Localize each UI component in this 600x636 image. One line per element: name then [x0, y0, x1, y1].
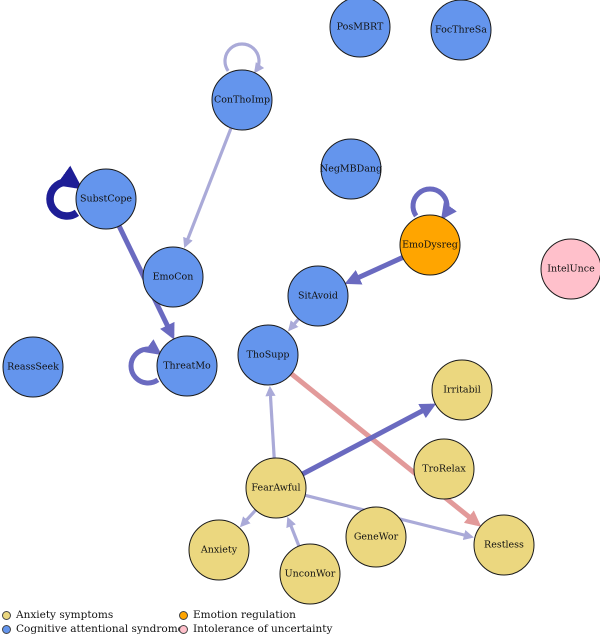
self-loop-conthoimp [223, 42, 265, 74]
node-circle [188, 519, 250, 581]
node-emocon: EmoCon [142, 246, 204, 308]
node-label: GeneWor [354, 532, 399, 543]
node-label: Restless [484, 540, 524, 551]
edge-emodysreg-to-sitavoid [344, 255, 404, 285]
edge-fearawful-to-irritabil [301, 403, 437, 477]
node-circle [279, 543, 341, 605]
node-thosupp: ThoSupp [237, 324, 299, 386]
node-irritabil: Irritabil [431, 359, 493, 421]
legend-item-cognitive: Cognitive attentional syndrome [2, 622, 184, 636]
node-label: ConThoImp [214, 95, 270, 106]
legend-label: Emotion regulation [193, 609, 296, 621]
node-anxiety: Anxiety [188, 519, 250, 581]
edge-unconwor-to-fearawful [286, 516, 301, 547]
legend-item-emotion: Emotion regulation [179, 608, 296, 622]
legend-swatch-cognitive [2, 624, 11, 634]
node-label: ReassSeek [7, 362, 59, 373]
self-loops-layer [46, 42, 457, 386]
node-emodysreg: EmoDysreg [399, 214, 461, 276]
edge-conthoimp-to-emocon [183, 127, 233, 249]
node-label: FearAwful [251, 483, 300, 494]
legend-label: Cognitive attentional syndrome [16, 623, 184, 635]
node-circle [211, 69, 273, 131]
self-loop-substcope [46, 165, 83, 220]
node-intelunce: IntelUnce [540, 238, 600, 300]
node-circle [320, 138, 382, 200]
node-circle [287, 265, 349, 327]
edge-sitavoid-to-thosupp [287, 317, 300, 332]
node-circle [237, 324, 299, 386]
node-genewor: GeneWor [345, 506, 407, 568]
legend-item-anxiety: Anxiety symptoms [2, 608, 113, 622]
node-restless: Restless [473, 514, 535, 576]
node-circle [540, 238, 600, 300]
node-label: EmoDysreg [402, 240, 458, 251]
self-loop-emodysreg [410, 186, 457, 220]
edge-fearawful-to-thosupp [265, 385, 276, 459]
node-threatmo: ThreatMo [156, 335, 218, 397]
node-sitavoid: SitAvoid [287, 265, 349, 327]
node-label: EmoCon [153, 272, 194, 283]
node-conthoimp: ConThoImp [211, 69, 273, 131]
edge-fearawful-to-anxiety [239, 509, 257, 528]
node-label: Irritabil [443, 385, 481, 396]
node-circle [142, 246, 204, 308]
node-circle [245, 457, 307, 519]
node-label: FocThreSa [435, 25, 487, 36]
node-focthresa: FocThreSa [430, 0, 492, 61]
node-circle [431, 359, 493, 421]
node-label: ThoSupp [247, 350, 290, 361]
self-loop-threatmo [128, 339, 162, 386]
legend-label: Anxiety symptoms [16, 609, 114, 621]
node-fearawful: FearAwful [245, 457, 307, 519]
nodes-layer: PosMBRT FocThreSaConThoImpNegMBDangSubstC… [2, 0, 600, 605]
node-label: IntelUnce [547, 264, 595, 275]
node-reassseek: ReassSeek [2, 336, 64, 398]
node-substcope: SubstCope [75, 168, 137, 230]
legend-item-intolerance: Intolerance of uncertainty [179, 622, 332, 636]
node-label: SitAvoid [298, 291, 338, 302]
legend-label: Intolerance of uncertainty [193, 623, 333, 635]
node-unconwor: UnconWor [279, 543, 341, 605]
node-circle [345, 506, 407, 568]
node-label: SubstCope [80, 194, 132, 205]
node-circle [329, 0, 391, 58]
node-circle [413, 438, 475, 500]
node-label: UnconWor [285, 569, 336, 580]
node-label: NegMBDang [320, 164, 382, 175]
legend-swatch-emotion [179, 610, 188, 620]
node-circle [156, 335, 218, 397]
node-label: Anxiety [200, 545, 238, 556]
node-negmbdang: NegMBDang [320, 138, 382, 200]
legend-swatch-anxiety [2, 610, 11, 620]
legend-swatch-intolerance [179, 624, 188, 634]
node-label: TroRelax [422, 464, 466, 475]
node-label: PosMBRT [337, 22, 384, 33]
node-circle [430, 0, 492, 61]
node-trorelax: TroRelax [413, 438, 475, 500]
node-circle [399, 214, 461, 276]
node-circle [473, 514, 535, 576]
node-circle [2, 336, 64, 398]
node-posmbrt: PosMBRT [329, 0, 391, 58]
node-circle [75, 168, 137, 230]
node-label: ThreatMo [163, 361, 211, 372]
